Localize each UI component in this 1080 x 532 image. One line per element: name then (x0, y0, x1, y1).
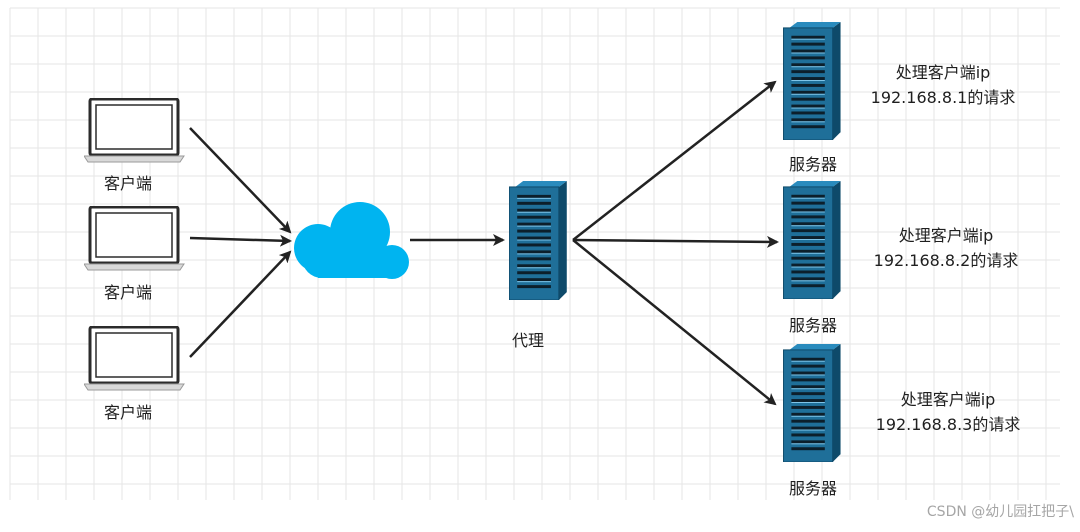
laptop-icon (84, 206, 186, 272)
server-note-line2: 192.168.8.1的请求 (871, 88, 1016, 107)
server-note-line1: 处理客户端ip (901, 390, 996, 409)
server-icon (783, 344, 842, 462)
server-node: 服务器 处理客户端ip 192.168.8.3的请求 (783, 344, 1021, 498)
server-note-line1: 处理客户端ip (899, 226, 994, 245)
client-node: 客户端 (84, 98, 186, 193)
client-node: 客户端 (84, 206, 186, 302)
server-note-line1: 处理客户端ip (896, 63, 991, 82)
arrow-client3-to-cloud (189, 250, 292, 358)
client-label: 客户端 (104, 174, 152, 193)
proxy-node: 代理 (509, 181, 568, 350)
arrow-proxy-to-server2 (572, 235, 779, 248)
watermark: CSDN @幼儿园扛把子\ (927, 504, 1074, 520)
proxy-label: 代理 (512, 331, 544, 350)
server-note-line2: 192.168.8.3的请求 (876, 415, 1021, 434)
cloud-icon (294, 202, 409, 279)
client-label: 客户端 (104, 403, 152, 422)
server-node: 服务器 处理客户端ip 192.168.8.1的请求 (783, 22, 1016, 174)
arrow-proxy-to-server1 (572, 80, 777, 241)
laptop-icon (84, 326, 186, 392)
server-label: 服务器 (789, 155, 837, 174)
server-icon (783, 181, 842, 299)
arrow-client1-to-cloud (189, 127, 292, 234)
server-label: 服务器 (789, 479, 837, 498)
laptop-icon (84, 98, 186, 164)
server-node: 服务器 处理客户端ip 192.168.8.2的请求 (783, 181, 1019, 335)
client-node: 客户端 (84, 326, 186, 422)
server-icon (509, 181, 568, 300)
connection-arrows (189, 80, 779, 406)
server-note-line2: 192.168.8.2的请求 (874, 251, 1019, 270)
client-label: 客户端 (104, 283, 152, 302)
arrow-proxy-to-server3 (572, 239, 777, 406)
server-icon (783, 22, 842, 140)
arrow-client2-to-cloud (189, 234, 292, 247)
server-label: 服务器 (789, 316, 837, 335)
